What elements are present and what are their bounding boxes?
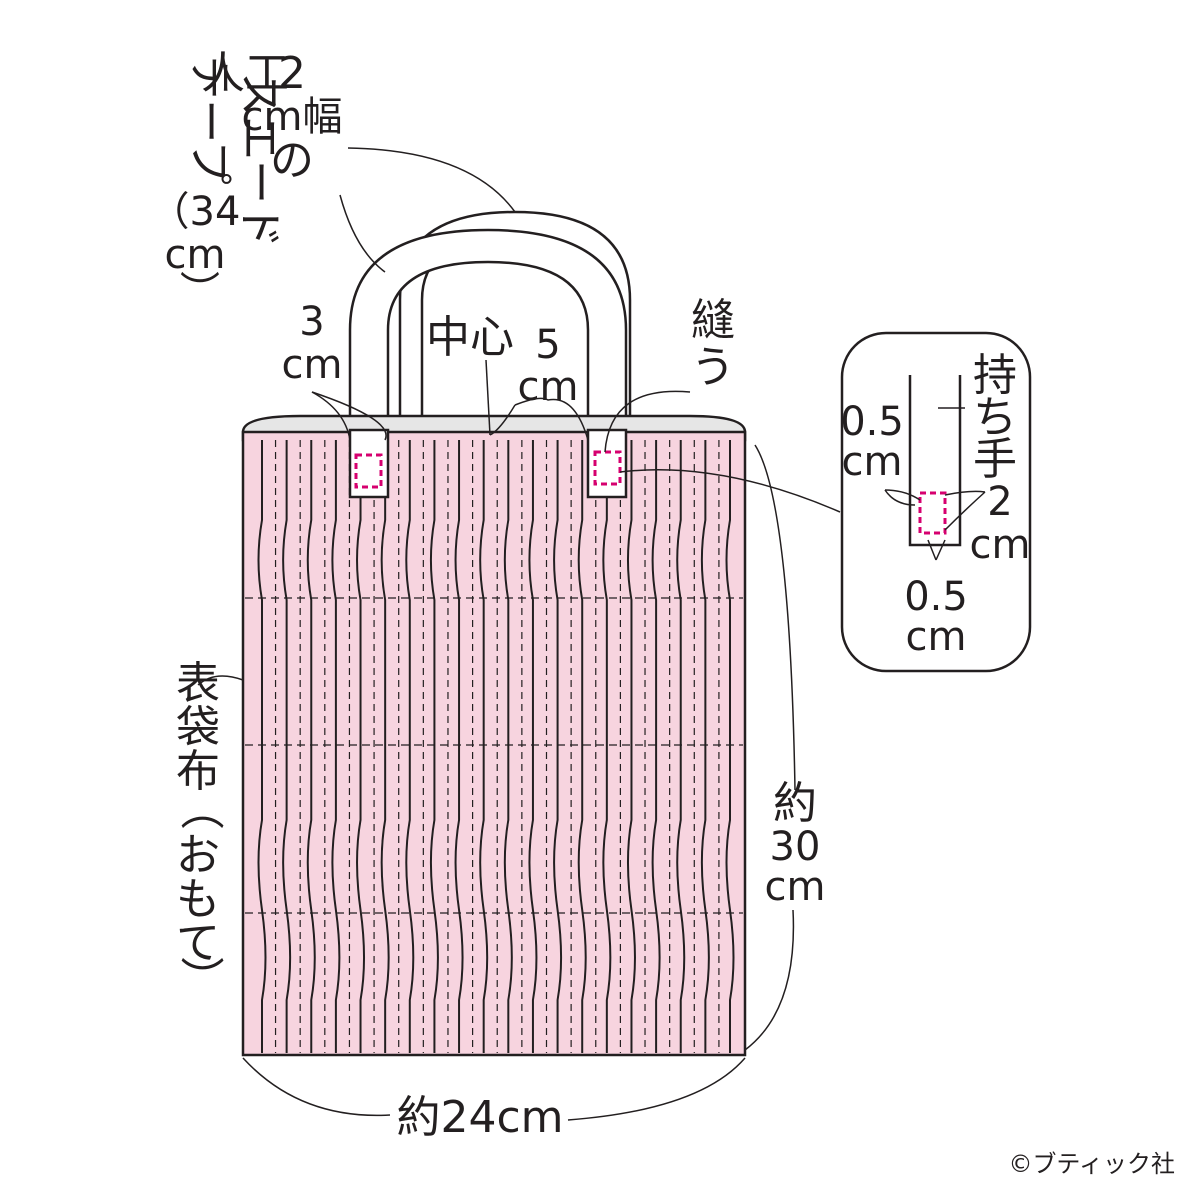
handle-tape-line-7: （34 (150, 189, 241, 235)
pleat-fold (651, 440, 661, 1053)
outer-fabric-char-2: 袋 (176, 702, 220, 753)
handle-tape-line-9: ） (175, 270, 221, 310)
pleat-fold (356, 440, 366, 1053)
detail-callout (840, 331, 1032, 673)
outer-fabric-char-1: 表 (176, 658, 220, 709)
pleat-fold (676, 440, 686, 1053)
detail-handle-char-2: ち (973, 392, 1017, 443)
three-cm-unit: cm (282, 342, 343, 388)
height-unit: cm (765, 864, 826, 910)
detail-right-dim-unit: cm (970, 522, 1031, 568)
sew-label-1: 縫 (691, 295, 735, 346)
leader-lines (197, 147, 841, 1121)
stitch-marker-right (593, 450, 622, 486)
pleat-fold (479, 440, 489, 1053)
detail-bottom-margin-value: 0.5 (904, 574, 968, 620)
pleat-fold (331, 440, 341, 1053)
pleat-fold (282, 440, 292, 1053)
outer-fabric-label: 表 袋 布 （ お も て ） (175, 658, 226, 1000)
pleats (257, 440, 735, 1053)
pleat-fold (602, 440, 612, 1053)
pleat-fold (306, 440, 316, 1053)
horizontal-stitch-guides (245, 597, 743, 914)
pleat-fold (405, 440, 415, 1053)
pleat-fold (454, 440, 464, 1053)
pleat-fold (553, 440, 563, 1053)
three-cm-number: 3 (299, 299, 324, 345)
detail-right-dim-value: 2 (987, 479, 1012, 525)
outer-fabric-char-6: も (176, 874, 220, 925)
detail-handle-char-1: 持 (973, 350, 1017, 401)
detail-bottom-margin-unit: cm (906, 614, 967, 660)
handle-tape-label: 2 cm幅 の 人工 スエード テープ （34 cm ） (150, 48, 343, 310)
handle-tape-line-4: 人工 (201, 48, 289, 99)
pleat-fold (429, 440, 439, 1053)
pleat-fold (725, 440, 735, 1053)
detail-left-margin-unit: cm (842, 439, 903, 485)
height-approx: 約 (773, 778, 817, 829)
pleat-fold (626, 440, 636, 1053)
pleat-fold (503, 440, 513, 1053)
outer-fabric-char-3: 布 (176, 746, 220, 797)
pleat-fold (577, 440, 587, 1053)
outer-fabric-char-8: ） (175, 956, 226, 1000)
height-value: 30 (770, 824, 821, 870)
handle-tape-line-6: テープ (184, 55, 235, 184)
five-cm-unit: cm (518, 364, 579, 410)
outer-fabric-char-5: お (176, 830, 220, 881)
handle-tape-line-1: 2 (278, 48, 306, 99)
handle-tape-line-5: スエード (234, 72, 285, 248)
width-label: 約24cm (396, 1092, 563, 1143)
detail-handle-char-3: 手 (973, 434, 1017, 485)
detail-left-margin-value: 0.5 (840, 399, 904, 445)
copyright: ©ブティック社 (1008, 1150, 1175, 1178)
center-label: 中心 (426, 312, 514, 363)
pleat-fold (528, 440, 538, 1053)
stitch-marker-left (354, 453, 383, 489)
pleat-fold (700, 440, 710, 1053)
handle-tape-line-3: の (270, 135, 314, 186)
pleat-fold (380, 440, 390, 1053)
bag-body (241, 430, 747, 1057)
outer-fabric-char-4: （ (175, 786, 226, 830)
five-cm-number: 5 (535, 322, 560, 368)
sew-label-2: う (691, 342, 735, 393)
handle-tape-line-8: cm (165, 232, 226, 278)
handle-tape-line-2: cm幅 (242, 94, 343, 140)
pleat-fold (257, 440, 267, 1053)
outer-fabric-char-7: て (176, 918, 220, 969)
